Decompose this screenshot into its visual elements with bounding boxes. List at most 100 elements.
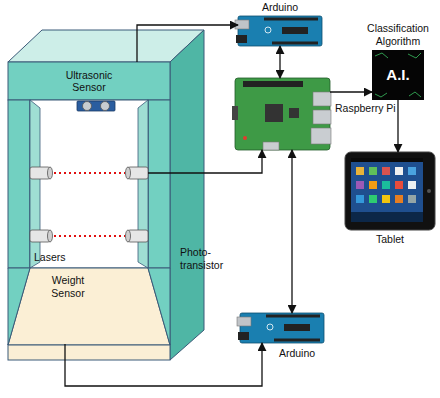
box-inner-right-wall <box>138 100 148 268</box>
box-opening <box>30 100 148 268</box>
app-icon <box>395 195 403 203</box>
box-lower-left <box>8 268 30 345</box>
app-icon <box>408 181 416 189</box>
pi-pcb <box>235 78 330 150</box>
node-label: Ultrasonic Sensor <box>54 69 124 94</box>
box-lower-right <box>148 268 170 345</box>
tablet-status-bar <box>351 158 423 162</box>
raspberry-pi-illustration <box>232 78 331 150</box>
signal-arrow <box>291 150 292 313</box>
app-icon <box>369 181 377 189</box>
pi-ethernet <box>311 128 331 144</box>
ai-square <box>372 50 424 100</box>
pi-hdmi <box>263 142 279 150</box>
arduino-illustration <box>237 313 324 343</box>
arduino-header <box>274 339 320 342</box>
phototransistor-body <box>128 230 148 242</box>
app-icon <box>369 167 377 175</box>
arduino-header <box>266 315 320 318</box>
app-icon <box>356 181 364 189</box>
pi-gpio <box>243 81 303 87</box>
app-icon <box>369 195 377 203</box>
signal-arrow <box>65 343 262 386</box>
label-anchor: Lasers <box>34 251 78 264</box>
laser-beam <box>54 235 125 237</box>
pi-usb <box>313 110 331 124</box>
tablet-body <box>345 152 435 230</box>
laser-beam <box>54 172 125 174</box>
pi-soc <box>265 104 283 122</box>
laser-body <box>30 230 50 242</box>
phototransistor-lens <box>126 167 131 179</box>
signal-arrow <box>279 46 280 78</box>
node-body-text: A.I. <box>372 66 424 84</box>
box-right-pillar <box>148 100 170 268</box>
tablet-illustration <box>345 152 435 230</box>
pi-usb <box>313 92 331 106</box>
arduino-logo <box>267 324 273 330</box>
app-icon <box>382 181 390 189</box>
laser-label: Lasers <box>34 251 78 264</box>
app-icon <box>395 181 403 189</box>
node-label: Arduino <box>218 1 342 14</box>
raspberry-pi-board: Raspberry Pi <box>235 78 330 150</box>
node-label: Photo-transistor <box>180 246 238 271</box>
signal-arrow <box>137 25 238 62</box>
signal-arrow <box>330 91 372 92</box>
box-inner-left-wall <box>30 100 40 268</box>
app-icon <box>382 167 390 175</box>
app-icon <box>408 167 416 175</box>
arduino-pcb <box>238 16 322 46</box>
arduino-board: Arduino <box>240 313 324 343</box>
box-left-pillar <box>8 100 30 268</box>
classification-algorithm: Classification AlgorithmA.I. <box>372 50 424 100</box>
arduino-illustration <box>235 16 322 46</box>
weight-sensor: Weight Sensor <box>22 268 148 344</box>
pi-chip <box>289 108 299 118</box>
pi-led <box>243 136 247 140</box>
app-icon <box>356 167 364 175</box>
signal-arrow <box>240 150 262 173</box>
laser-lens <box>48 230 53 242</box>
app-icon <box>395 167 403 175</box>
photo-transistor: Photo-transistor <box>176 160 240 278</box>
ai-illustration <box>372 50 424 100</box>
tablet: Tablet <box>345 152 435 230</box>
phototransistor-lens <box>126 230 131 242</box>
box-floor <box>8 268 170 345</box>
tablet-screen <box>351 158 423 222</box>
node-label: Arduino <box>272 347 322 360</box>
tablet-dock <box>351 212 423 222</box>
app-icon <box>356 195 364 203</box>
ultrasonic-board <box>77 101 115 111</box>
node-label: Tablet <box>345 233 435 246</box>
connector-group <box>65 25 398 386</box>
app-icon <box>408 195 416 203</box>
box-base <box>8 345 170 360</box>
arduino-chip <box>282 27 308 34</box>
pi-sd <box>232 106 238 120</box>
arduino-usb <box>237 317 251 326</box>
arduino-board: Arduino <box>238 16 322 46</box>
node-label: Weight Sensor <box>38 274 98 299</box>
arduino-header <box>264 18 318 21</box>
sensor-wire <box>148 172 240 173</box>
node-label: Classification Algorithm <box>356 22 440 47</box>
arduino-logo <box>265 27 271 33</box>
ultrasonic-transducer <box>101 102 110 111</box>
arduino-jack <box>238 332 249 340</box>
tablet-button <box>427 189 431 193</box>
box-side-face <box>170 30 204 360</box>
app-icon <box>382 195 390 203</box>
signal-arrow <box>397 100 398 152</box>
arduino-pcb <box>240 313 324 343</box>
arduino-chip <box>284 324 310 331</box>
laser-lens <box>48 167 53 179</box>
ultrasonic-sensor-panel: Ultrasonic Sensor <box>8 62 170 100</box>
node-label: Raspberry Pi <box>335 102 397 115</box>
ultrasonic-transducer <box>83 102 92 111</box>
